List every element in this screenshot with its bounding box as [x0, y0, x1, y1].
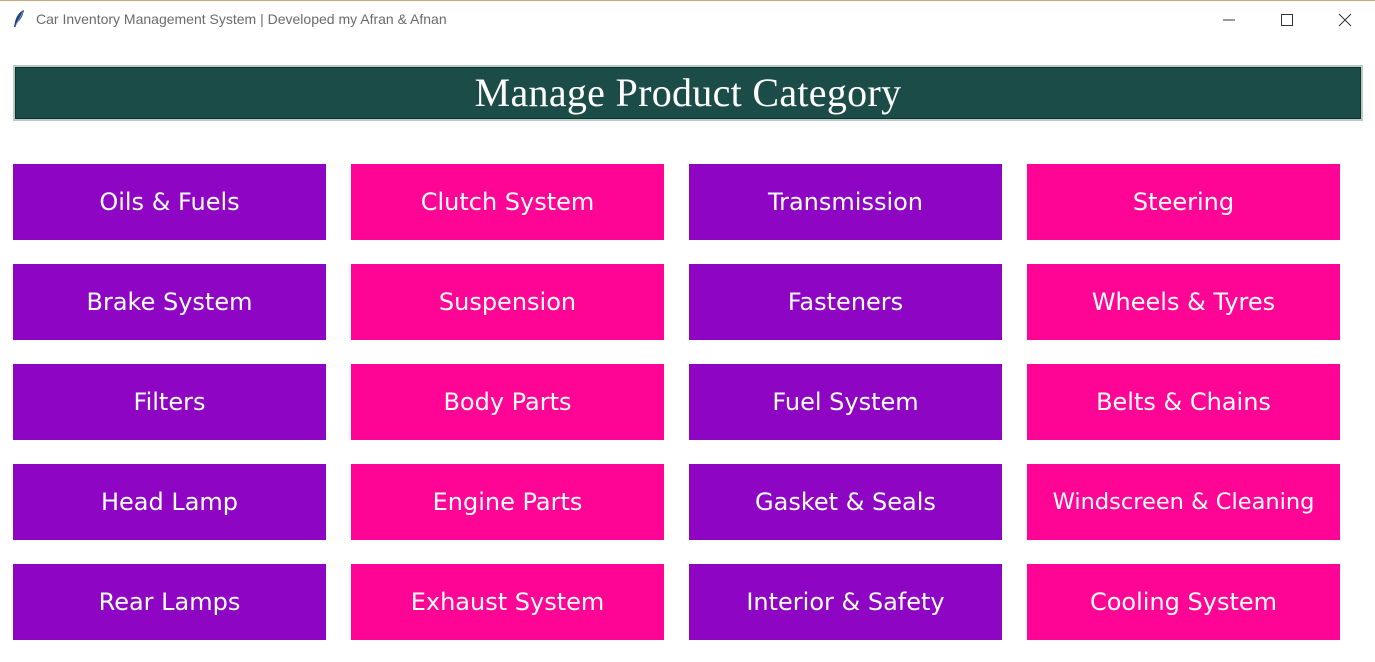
page-title: Manage Product Category	[474, 69, 902, 115]
category-button-brake-system[interactable]: Brake System	[13, 264, 326, 340]
minimize-icon	[1223, 19, 1235, 21]
category-button-wheels-and-tyres[interactable]: Wheels & Tyres	[1027, 264, 1340, 340]
category-button-suspension[interactable]: Suspension	[351, 264, 664, 340]
category-button-steering[interactable]: Steering	[1027, 164, 1340, 240]
category-grid: Oils & Fuels Clutch System Transmission …	[13, 164, 1340, 640]
category-button-exhaust-system[interactable]: Exhaust System	[351, 564, 664, 640]
category-button-oils-and-fuels[interactable]: Oils & Fuels	[13, 164, 326, 240]
category-button-windscreen-and-cleaning[interactable]: Windscreen & Cleaning	[1027, 464, 1340, 540]
category-button-fuel-system[interactable]: Fuel System	[689, 364, 1002, 440]
category-button-gasket-and-seals[interactable]: Gasket & Seals	[689, 464, 1002, 540]
close-button[interactable]	[1316, 1, 1374, 39]
minimize-button[interactable]	[1200, 1, 1258, 39]
close-icon	[1338, 13, 1352, 27]
window-title: Car Inventory Management System | Develo…	[36, 11, 447, 27]
category-button-clutch-system[interactable]: Clutch System	[351, 164, 664, 240]
category-button-filters[interactable]: Filters	[13, 364, 326, 440]
category-button-interior-and-safety[interactable]: Interior & Safety	[689, 564, 1002, 640]
maximize-button[interactable]	[1258, 1, 1316, 39]
category-button-cooling-system[interactable]: Cooling System	[1027, 564, 1340, 640]
maximize-icon	[1281, 14, 1293, 26]
title-bar[interactable]: Car Inventory Management System | Develo…	[0, 1, 1375, 39]
category-button-fasteners[interactable]: Fasteners	[689, 264, 1002, 340]
category-button-rear-lamps[interactable]: Rear Lamps	[13, 564, 326, 640]
category-button-head-lamp[interactable]: Head Lamp	[13, 464, 326, 540]
feather-icon	[11, 9, 27, 29]
header-banner: Manage Product Category	[13, 65, 1363, 121]
category-button-transmission[interactable]: Transmission	[689, 164, 1002, 240]
category-button-body-parts[interactable]: Body Parts	[351, 364, 664, 440]
category-button-belts-and-chains[interactable]: Belts & Chains	[1027, 364, 1340, 440]
category-button-engine-parts[interactable]: Engine Parts	[351, 464, 664, 540]
